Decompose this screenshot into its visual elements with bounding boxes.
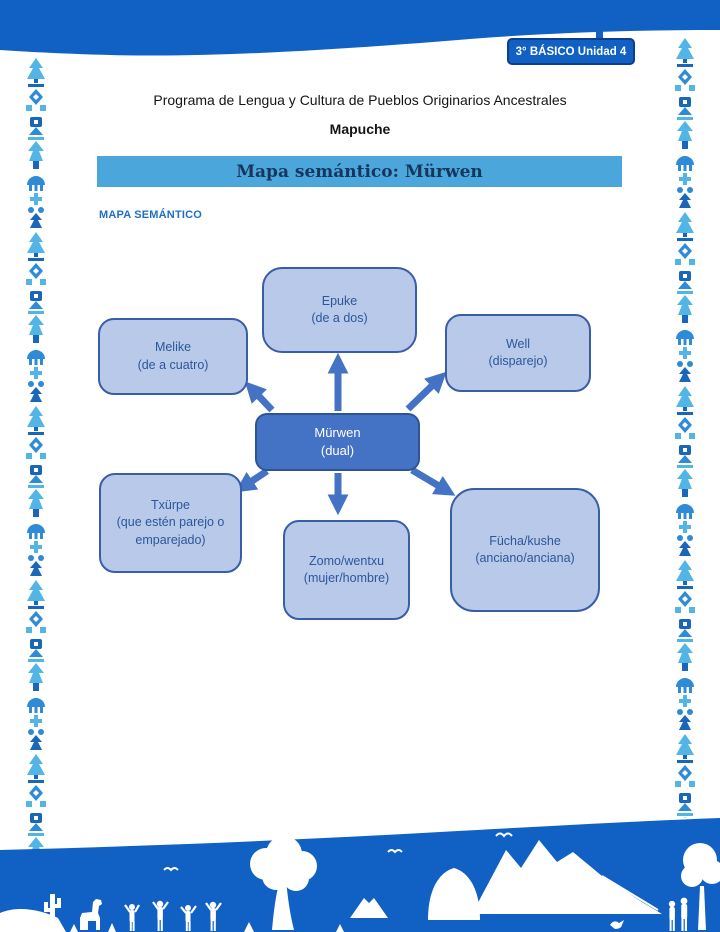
- totem-motif-icon: [28, 117, 44, 169]
- totem-motif-icon: [675, 386, 695, 439]
- totem-motif-icon: [28, 291, 44, 343]
- node-epuke-title: Epuke: [321, 293, 358, 308]
- node-melike-subtitle: (de a cuatro): [137, 357, 209, 372]
- totem-motif-icon: [676, 504, 694, 556]
- totem-motif-icon: [677, 445, 693, 497]
- banner-title: Mapa semántico: Mürwen: [236, 161, 483, 182]
- node-well: Well (disparejo): [445, 314, 591, 392]
- node-melike: Melike (de a cuatro): [98, 318, 248, 395]
- totem-motif-icon: [677, 271, 693, 323]
- totem-motif-icon: [675, 38, 695, 91]
- totem-motif-icon: [27, 176, 45, 228]
- totem-motif-icon: [28, 639, 44, 691]
- totem-motif-icon: [675, 734, 695, 787]
- totem-motif-icon: [26, 406, 46, 459]
- node-fucha-kushe: Fücha/kushe (anciano/anciana): [450, 488, 600, 612]
- node-zomo-title: Zomo/wentxu: [308, 553, 385, 568]
- node-zomo-subtitle: (mujer/hombre): [303, 571, 390, 585]
- node-zomo-wentxu: Zomo/wentxu (mujer/hombre): [283, 520, 410, 620]
- node-txurpe-subtitle: (que estén parejo o emparejado): [116, 515, 225, 547]
- badge-connector: [596, 26, 603, 40]
- node-well-title: Well: [505, 336, 531, 351]
- node-fucha-subtitle: (anciano/anciana): [475, 551, 575, 565]
- program-title: Programa de Lengua y Cultura de Pueblos …: [153, 92, 567, 108]
- node-murwen-subtitle: (dual): [320, 443, 355, 458]
- unit-badge: 3° BÁSICO Unidad 4: [507, 38, 635, 65]
- bottom-landscape-decoration: [0, 818, 720, 932]
- totem-motif-icon: [676, 330, 694, 382]
- totem-motif-icon: [26, 232, 46, 285]
- totem-motif-icon: [677, 793, 693, 818]
- totem-motif-icon: [677, 97, 693, 149]
- node-fucha-title: Fücha/kushe: [489, 533, 561, 548]
- unit-badge-label: 3° BÁSICO Unidad 4: [515, 45, 627, 58]
- node-murwen-center: Mürwen (dual): [255, 413, 420, 471]
- node-txurpe-title: Txürpe: [151, 497, 190, 512]
- section-label: MAPA SEMÁNTICO: [99, 209, 203, 221]
- totem-motif-icon: [27, 698, 45, 750]
- program-subtitle: Mapuche: [329, 121, 391, 137]
- totem-motif-icon: [676, 678, 694, 730]
- totem-motif-icon: [26, 580, 46, 633]
- totem-motif-icon: [27, 350, 45, 402]
- totem-motif-icon: [28, 813, 44, 850]
- totem-motif-icon: [676, 156, 694, 208]
- totem-motif-icon: [675, 212, 695, 265]
- right-border-ornament: [673, 36, 697, 818]
- node-well-subtitle: (disparejo): [488, 354, 548, 368]
- node-txurpe: Txürpe (que estén parejo o emparejado): [99, 473, 242, 573]
- totem-motif-icon: [675, 560, 695, 613]
- node-epuke: Epuke (de a dos): [262, 267, 417, 353]
- totem-motif-icon: [28, 465, 44, 517]
- node-epuke-subtitle: (de a dos): [311, 311, 368, 325]
- totem-motif-icon: [26, 58, 46, 111]
- left-border-ornament: [24, 56, 48, 850]
- totem-motif-icon: [677, 619, 693, 671]
- totem-motif-icon: [26, 754, 46, 807]
- banner-title-bar: Mapa semántico: Mürwen: [97, 156, 622, 187]
- node-murwen-title: Mürwen: [314, 424, 361, 440]
- totem-motif-icon: [27, 524, 45, 576]
- top-wave-decoration: [0, 0, 720, 56]
- node-melike-title: Melike: [154, 340, 192, 354]
